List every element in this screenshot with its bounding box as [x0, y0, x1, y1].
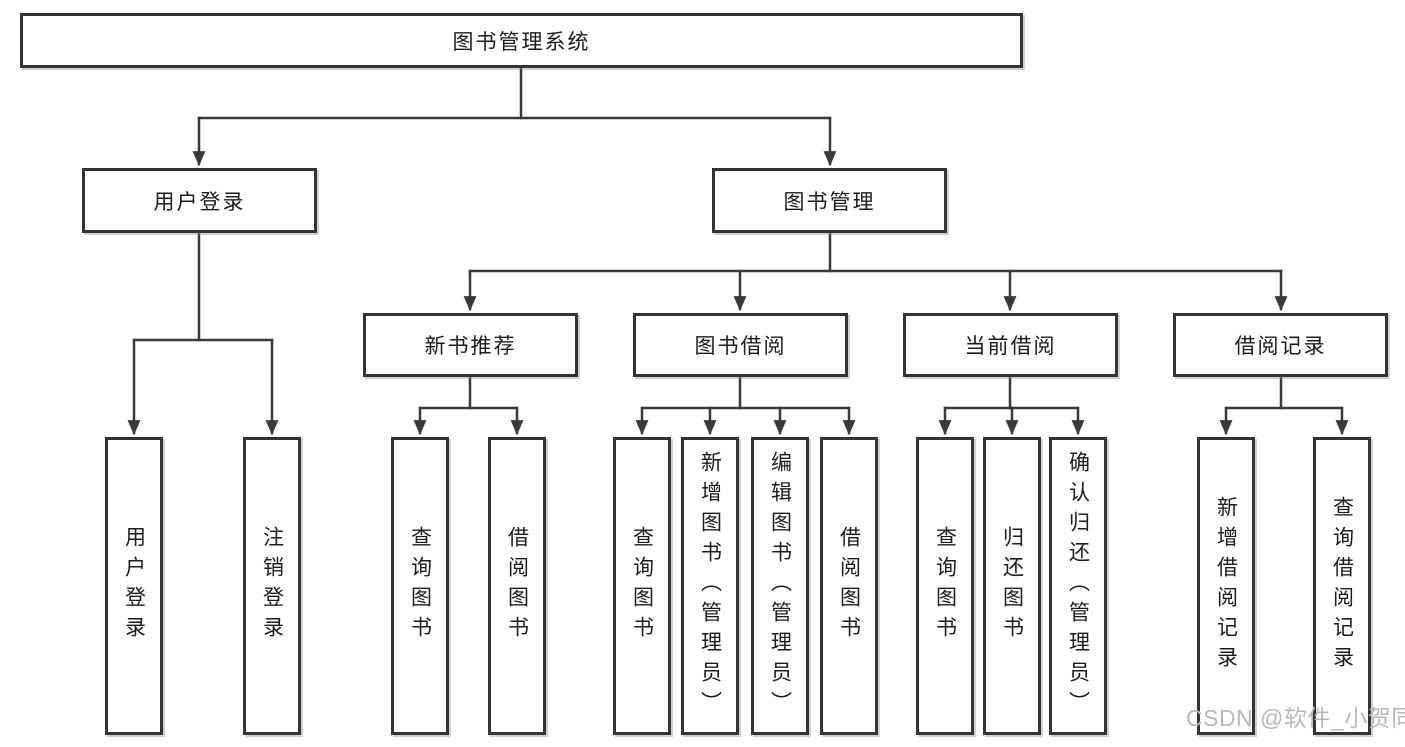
- node-label: 借阅图书: [837, 526, 861, 646]
- csdn-watermark: CSDN @软件_小贺同学: [1186, 705, 1405, 731]
- node-label: 查询借阅记录: [1330, 496, 1354, 676]
- leaf-current-query-books: 查询图书: [916, 437, 974, 735]
- node-borrowing-records: 借阅记录: [1173, 313, 1388, 377]
- node-label: 借阅图书: [505, 526, 529, 646]
- node-new-book-recommend: 新书推荐: [363, 313, 578, 377]
- node-label: 归还图书: [1000, 526, 1024, 646]
- node-label: 新增图书（管理员）: [698, 451, 722, 721]
- node-label: 确认归还（管理员）: [1066, 451, 1090, 721]
- leaf-return-books: 归还图书: [983, 437, 1041, 735]
- node-label: 图书管理: [783, 190, 876, 214]
- node-book-management-branch: 图书管理: [712, 168, 947, 233]
- node-current-borrowing: 当前借阅: [903, 313, 1118, 377]
- leaf-borrow-books: 借阅图书: [820, 437, 878, 735]
- node-book-borrowing: 图书借阅: [633, 313, 848, 377]
- leaf-recommend-borrow-books: 借阅图书: [488, 437, 546, 735]
- leaf-confirm-return-admin: 确认归还（管理员）: [1049, 437, 1107, 735]
- leaf-recommend-query-books: 查询图书: [391, 437, 449, 735]
- node-label: 查询图书: [630, 526, 654, 646]
- node-user-login-branch: 用户登录: [82, 168, 317, 233]
- leaf-add-books-admin: 新增图书（管理员）: [681, 437, 739, 735]
- leaf-borrowing-query-books: 查询图书: [613, 437, 671, 735]
- leaf-add-borrow-record: 新增借阅记录: [1197, 437, 1255, 735]
- leaf-logout: 注销登录: [243, 437, 301, 735]
- node-label: 新增借阅记录: [1214, 496, 1238, 676]
- node-label: 借阅记录: [1234, 335, 1327, 358]
- node-label: 图书借阅: [694, 335, 787, 358]
- node-label: 编辑图书（管理员）: [768, 451, 792, 721]
- leaf-edit-books-admin: 编辑图书（管理员）: [751, 437, 809, 735]
- leaf-user-login: 用户登录: [105, 437, 163, 735]
- node-label: 注销登录: [260, 526, 284, 646]
- node-label: 查询图书: [408, 526, 432, 646]
- node-label: 用户登录: [122, 526, 146, 646]
- node-root-system: 图书管理系统: [20, 13, 1023, 68]
- node-label: 查询图书: [933, 526, 957, 646]
- node-label: 新书推荐: [424, 335, 517, 358]
- leaf-query-borrow-record: 查询借阅记录: [1313, 437, 1371, 735]
- node-label: 图书管理系统: [452, 30, 591, 54]
- node-label: 用户登录: [153, 190, 246, 214]
- node-label: 当前借阅: [964, 335, 1057, 358]
